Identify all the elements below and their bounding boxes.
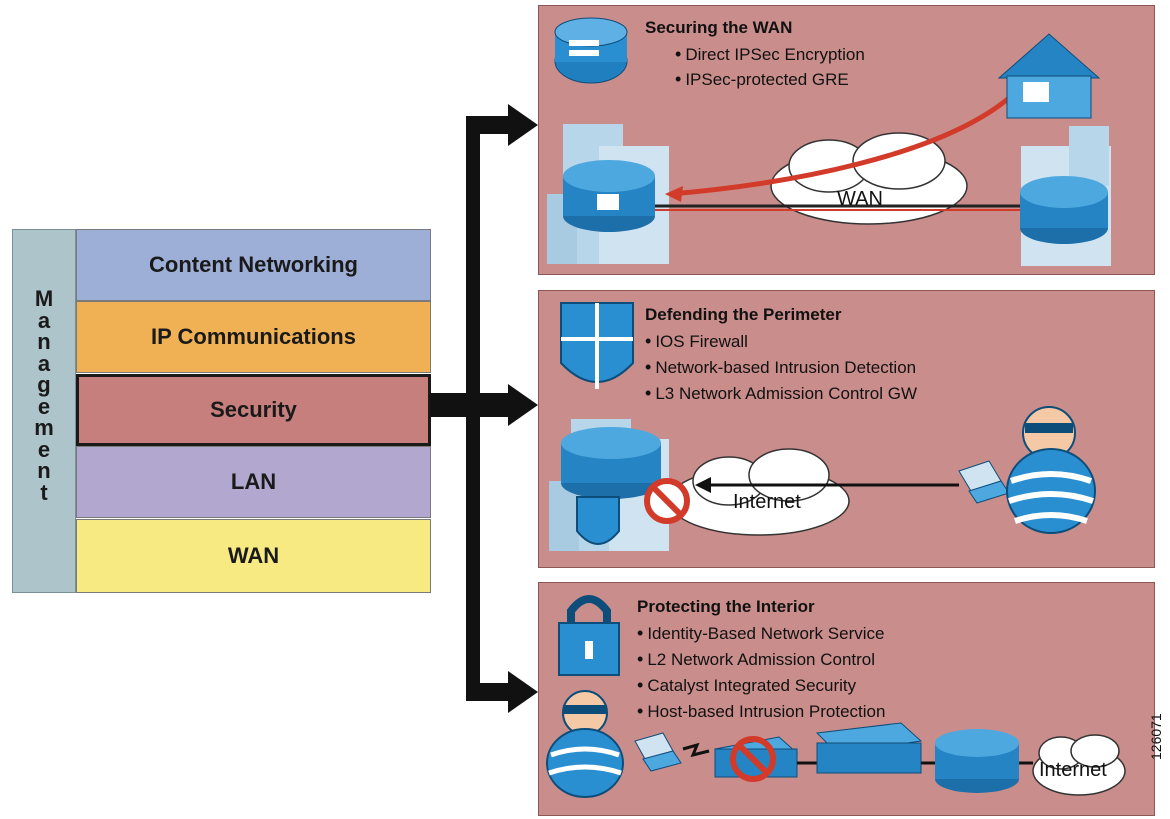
branch-arrows xyxy=(430,104,538,713)
layer-security: Security xyxy=(76,374,431,446)
bullet-item: Network-based Intrusion Detection xyxy=(645,357,916,378)
panel-defending-perimeter: Defending the Perimeter IOS Firewall Net… xyxy=(538,290,1155,568)
bullet-item: Host-based Intrusion Protection xyxy=(637,701,885,722)
home-office-icon xyxy=(997,33,1101,119)
layer-content-networking: Content Networking xyxy=(76,229,431,301)
branch-router-icon xyxy=(1020,176,1108,244)
bullet-item: Direct IPSec Encryption xyxy=(675,44,865,65)
management-column: M a n a g e m e n t xyxy=(12,229,76,593)
lan-switch-icon xyxy=(815,722,923,774)
voice-router-icon xyxy=(563,160,655,232)
attack-link xyxy=(682,742,710,758)
layer-wan: WAN xyxy=(76,519,431,593)
figure-id: 126071 xyxy=(1148,713,1164,760)
bullet-item: IOS Firewall xyxy=(645,331,748,352)
panel-title: Defending the Perimeter xyxy=(645,305,842,324)
cloud-label: Internet xyxy=(733,491,801,513)
block-sign-icon xyxy=(730,736,776,782)
wan-diagram xyxy=(547,17,1111,266)
panel-protecting-interior: Protecting the Interior Identity-Based N… xyxy=(538,582,1155,816)
bullet-item: Identity-Based Network Service xyxy=(637,623,884,644)
small-shield-icon xyxy=(576,496,620,545)
internet-cloud-icon xyxy=(1032,734,1126,796)
layer-lan: LAN xyxy=(76,446,431,518)
management-label: M a n a g e m e n t xyxy=(34,286,54,505)
bullet-item: Catalyst Integrated Security xyxy=(637,675,856,696)
layer-ip-communications: IP Communications xyxy=(76,301,431,373)
padlock-icon xyxy=(558,595,620,676)
vpn-tunnel-arrow xyxy=(670,96,1011,197)
block-sign-icon xyxy=(644,478,690,524)
bullet-item: L3 Network Admission Control GW xyxy=(645,383,917,404)
panel-title: Protecting the Interior xyxy=(637,597,815,616)
firewall-shield-icon xyxy=(560,302,634,389)
bullet-item: IPSec-protected GRE xyxy=(675,69,848,90)
laptop-icon xyxy=(958,460,1010,504)
hacker-icon xyxy=(1006,406,1096,534)
cloud-label: WAN xyxy=(837,188,883,210)
panel-securing-wan: Securing the WAN Direct IPSec Encryption… xyxy=(538,5,1155,275)
hacker-icon xyxy=(546,690,624,798)
vpn-concentrator-icon xyxy=(554,17,628,84)
bullet-item: L2 Network Admission Control xyxy=(637,649,875,670)
perimeter-diagram xyxy=(549,302,1096,551)
panel-title: Securing the WAN xyxy=(645,18,793,37)
secure-switch-icon xyxy=(713,736,799,778)
interior-diagram xyxy=(546,595,1126,798)
firewall-router-icon xyxy=(561,427,661,499)
voice-router-icon xyxy=(935,729,1019,793)
laptop-icon xyxy=(634,732,682,772)
cloud-label: Internet xyxy=(1039,759,1107,781)
